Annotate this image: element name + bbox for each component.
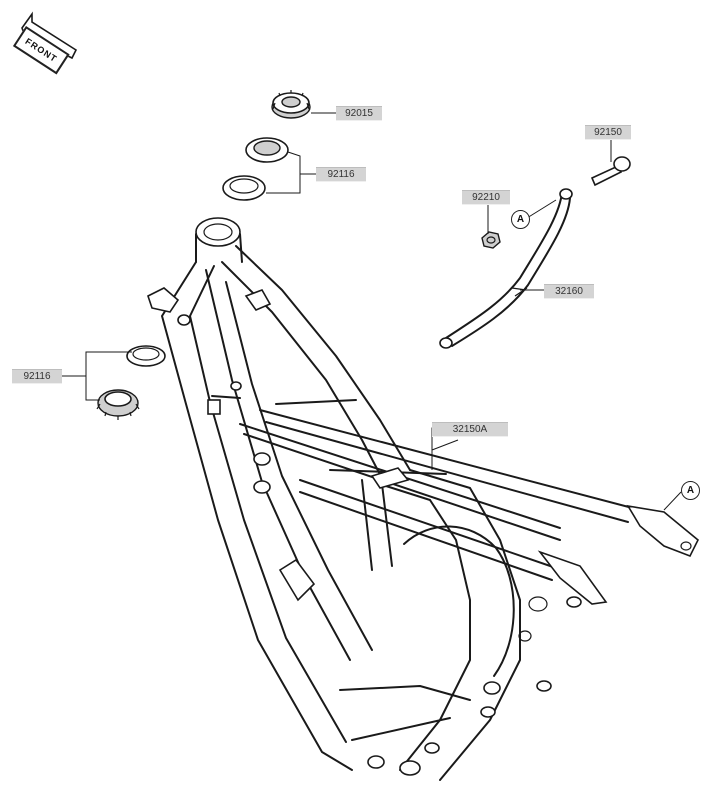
part-label-32150a[interactable]: 32150A [432,422,508,437]
steering-nut [271,90,311,119]
part-label-92150[interactable]: 92150 [585,125,631,140]
main-frame [147,217,700,781]
reference-marker-right: A [681,481,700,500]
leader-lines [62,112,682,511]
part-label-92210[interactable]: 92210 [462,190,510,205]
part-label-92116-lower[interactable]: 92116 [12,369,62,384]
part-label-92015[interactable]: 92015 [336,106,382,121]
part-label-92116-upper[interactable]: 92116 [316,167,366,182]
nut [481,231,501,249]
part-label-32160[interactable]: 32160 [544,284,594,299]
bolt [590,156,631,187]
lower-bearing [96,345,166,420]
frame-guard [439,188,573,349]
upper-bearing [222,137,289,201]
reference-marker-upper: A [511,210,530,229]
